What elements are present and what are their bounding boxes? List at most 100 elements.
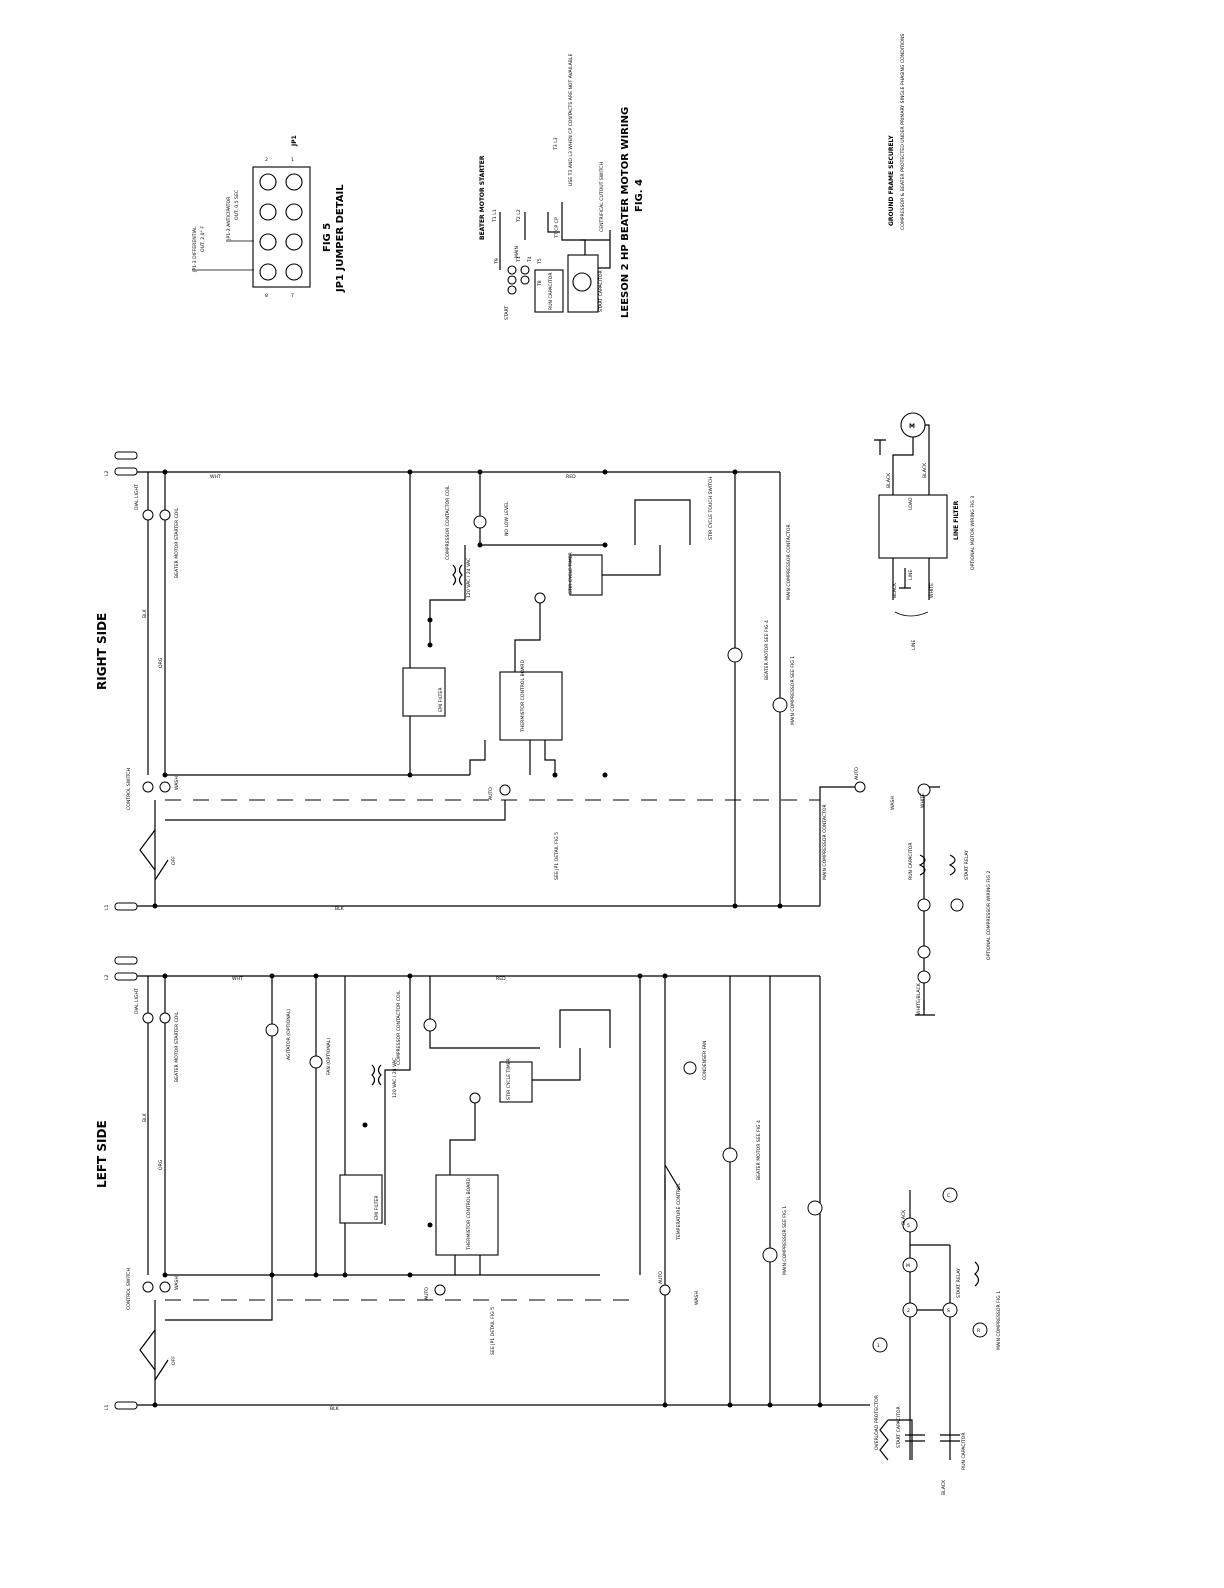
fig2-white-label: WHITE <box>920 793 926 808</box>
fig2-white-black-label: WHITE/BLACK <box>916 982 922 1015</box>
right-auto-label: AUTO <box>488 787 494 800</box>
left-beater-motor <box>722 1147 738 1163</box>
t9-label: T9 <box>494 258 500 265</box>
right-compressor <box>772 697 788 713</box>
fig1-terminal-m: M <box>906 1263 910 1269</box>
right-l2-label: L2 <box>104 470 110 476</box>
anticipator-out-label: OUT: 0.5 SEC <box>234 190 240 220</box>
fig1-overload-label: OVERLOAD PROTECTOR <box>874 1394 880 1450</box>
fig5-title: FIG 5 <box>322 223 333 252</box>
ground-note: GROUND FRAME SECURELY COMPRESSOR & BEATE… <box>888 34 906 230</box>
jumper-detail-fig5: 2 1 8 7 JP1 JP1-3 DIFFERENTIAL OUT: 2.0°… <box>192 135 346 299</box>
left-jp1-auto[interactable] <box>434 1284 446 1296</box>
beater-starter-label: BEATER MOTOR STARTER <box>479 155 486 240</box>
right-blk-wire-label: BLK <box>142 608 148 618</box>
right-beater-motor-label: BEATER MOTOR SEE FIG 4 <box>764 620 770 680</box>
right-stir-switch-label: STIR CYCLE TOUCH SWITCH <box>708 477 714 540</box>
left-condenser-fan-label: CONDENSER FAN <box>702 1041 708 1080</box>
left-condenser-fan <box>683 1061 697 1075</box>
right-side-schematic: L2 L1 DIAL LIGHT BEATER MOTOR STARTER CO… <box>104 451 896 912</box>
centrifugal-switch-label: CENTRIFICAL CUTOUT SWITCH <box>599 162 605 232</box>
left-wash-label-2: WASH <box>694 1291 700 1305</box>
fig1-terminals: C S R 1 2 5 M <box>872 1187 988 1353</box>
right-stir-timer <box>569 554 603 596</box>
right-beater-coil-label: BEATER MOTOR STARTER COIL <box>174 507 180 578</box>
left-emi-filter <box>339 1174 383 1224</box>
right-beater-motor <box>727 647 743 663</box>
filter-motor-m: M <box>909 423 915 430</box>
fig1-start-cap-label: START CAPACITOR <box>896 1405 902 1448</box>
left-control-switch-auto[interactable] <box>142 1281 154 1293</box>
ground-note-subtitle: COMPRESSOR & BEATER PROTECTED UNDER PRIM… <box>900 34 906 230</box>
fig1-terminal-5: 5 <box>907 1223 910 1229</box>
left-blk-wire-label: BLK <box>142 1112 148 1122</box>
right-comp-contactor-label: MAIN COMPRESSOR CONTACTOR <box>786 523 792 600</box>
filter-black-label: BLACK <box>892 582 898 598</box>
right-control-switch-auto[interactable] <box>142 781 154 793</box>
anticipator-label: JP1-2 ANTICIPATOR <box>226 196 232 241</box>
left-transformer: 120 VAC / 24 VAC <box>371 1058 398 1098</box>
right-jp1-auto[interactable] <box>499 784 511 796</box>
right-dial-light <box>142 509 154 521</box>
left-wash-label: WASH <box>174 1276 180 1290</box>
right-auto-label-2: AUTO <box>854 767 860 780</box>
fig1-terminal-1: 1 <box>877 1343 880 1349</box>
left-off-label: OFF <box>171 1356 177 1365</box>
left-stir-timer <box>499 1061 533 1103</box>
pin-1-label: 1 <box>291 157 294 163</box>
t5-label: T5 <box>537 258 543 265</box>
right-dial-light-label: DIAL LIGHT <box>134 484 140 510</box>
left-agitator-label: AGITATOR (OPTIONAL) <box>286 1009 292 1060</box>
left-fan <box>309 1055 323 1069</box>
left-compressor-label: MAIN COMPRESSOR SEE FIG 1 <box>782 1206 788 1275</box>
t1-l1-label: T1 L1 <box>492 209 498 223</box>
right-transformer-label: 120 VAC / 24 VAC <box>466 558 472 598</box>
right-thermistor-board <box>499 671 563 741</box>
left-auto-label: AUTO <box>424 1287 430 1300</box>
right-wht-top-label: WHT <box>210 474 221 480</box>
left-condenser-blower <box>807 1200 823 1216</box>
left-compressor-coil <box>423 1018 437 1032</box>
fig4-number: FIG. 4 <box>634 179 645 212</box>
left-side-title: LEFT SIDE <box>95 1120 109 1188</box>
right-beater-coil <box>159 509 171 521</box>
left-emi-filter-label: EMI FILTER <box>374 1195 380 1220</box>
pin-2-label: 2 <box>265 157 268 163</box>
left-beater-coil <box>159 1012 171 1024</box>
fig2-start-relay-label: START RELAY <box>964 850 970 880</box>
fig1-title: MAIN COMPRESSOR FIG 1 <box>996 1291 1002 1350</box>
right-control-motor-auto[interactable] <box>854 781 866 793</box>
left-temp-auto[interactable] <box>659 1284 671 1296</box>
left-temp-control-label: TEMPERATURE CONTROL <box>676 1182 682 1241</box>
left-dial-light-label: DIAL LIGHT <box>134 988 140 1014</box>
right-emi-filter-label: EMI FILTER <box>438 687 444 712</box>
fig1-start-relay-label: START RELAY <box>956 1268 962 1298</box>
right-compressor-coil <box>473 515 487 529</box>
left-red-top-label: RED <box>496 976 506 982</box>
fig1-run-cap-label: RUN CAPACITOR <box>961 1432 967 1470</box>
left-compressor <box>762 1247 778 1263</box>
left-control-switch-wash[interactable] <box>159 1281 171 1293</box>
jumper-header-label: JP1 <box>291 135 298 147</box>
right-jp1-label: SEE JP1 DETAIL FIG 5 <box>554 832 560 880</box>
left-auto-label-2: AUTO <box>658 1271 664 1284</box>
fig1-main-compressor: C S R 1 2 5 M OVERLOAD PROTECTOR START C… <box>872 1187 1002 1495</box>
right-emi-filter <box>402 667 446 717</box>
fig1-terminal-s: S <box>947 1308 950 1314</box>
fig2-run-label: RUN CAPACITOR <box>908 842 914 880</box>
right-comp-coil-label: COMPRESSOR CONTACTOR COIL <box>445 485 451 560</box>
start-capacitor-label: START CAPACITOR <box>598 269 604 312</box>
right-l1-label: L1 <box>104 904 110 910</box>
right-thermistor-label: THERMISTOR CONTROL BOARD <box>520 660 526 733</box>
right-control-switch-wash[interactable] <box>159 781 171 793</box>
run-capacitor-box <box>534 269 564 313</box>
filter-title: LINE FILTER <box>953 500 960 540</box>
fig1-black-bottom-label: BLACK <box>941 1479 947 1495</box>
run-capacitor-label: RUN CAPACITOR <box>548 272 554 310</box>
left-supply-terminals: L2 L1 <box>104 956 138 1410</box>
right-stir-timer-label: STIR CYCLE TIMER <box>568 551 574 594</box>
right-wash-label: WASH <box>174 776 180 790</box>
fig2-title: OPTIONAL COMPRESSOR WIRING FIG 2 <box>986 871 992 960</box>
ground-note-title: GROUND FRAME SECURELY <box>888 135 895 226</box>
